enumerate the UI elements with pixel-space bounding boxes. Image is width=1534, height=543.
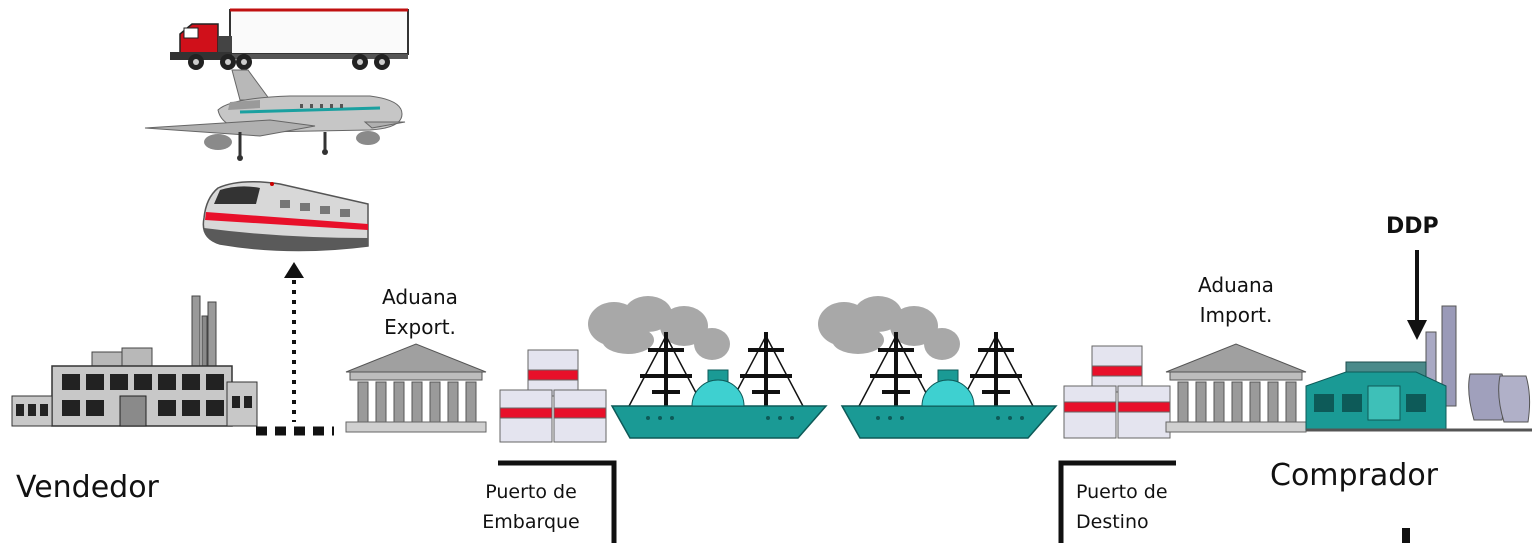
train-icon bbox=[202, 181, 369, 252]
customs-export-line2: Export. bbox=[384, 315, 456, 339]
customs-import-line1: Aduana bbox=[1198, 273, 1274, 297]
airplane-icon bbox=[144, 69, 406, 161]
customs-import-label: Aduana Import. bbox=[1176, 270, 1296, 330]
customs-import-line2: Import. bbox=[1199, 303, 1273, 327]
cargo-boxes-icon bbox=[1063, 345, 1171, 439]
buyer-marker bbox=[1402, 528, 1410, 543]
dotted-arrow-icon bbox=[284, 262, 304, 422]
customs-export-line1: Aduana bbox=[382, 285, 458, 309]
incoterm-label: DDP bbox=[1386, 214, 1439, 239]
port-shipping-line2: Embarque bbox=[482, 511, 580, 533]
customs-building-icon bbox=[1165, 343, 1307, 433]
truck-icon bbox=[170, 8, 409, 70]
factory-icon bbox=[11, 295, 258, 427]
cargo-boxes-icon bbox=[499, 349, 607, 443]
seller-label: Vendedor bbox=[16, 470, 159, 505]
port-shipping-bracket bbox=[498, 460, 617, 543]
port-destination-line2: Destino bbox=[1076, 511, 1149, 533]
port-shipping-label: Puerto de Embarque bbox=[466, 477, 596, 537]
buyer-label: Comprador bbox=[1270, 458, 1439, 493]
port-shipping-line1: Puerto de bbox=[485, 481, 577, 503]
ship-icon bbox=[588, 296, 828, 439]
customs-building-icon bbox=[345, 343, 487, 433]
ddp-arrow-icon bbox=[1407, 250, 1427, 340]
ship-icon bbox=[818, 296, 1058, 439]
port-destination-line1: Puerto de bbox=[1076, 481, 1168, 503]
port-destination-label: Puerto de Destino bbox=[1076, 477, 1168, 537]
dashed-ground-line bbox=[256, 426, 334, 436]
power-plant-icon bbox=[1305, 305, 1532, 432]
port-destination-bracket bbox=[1058, 460, 1176, 543]
customs-export-label: Aduana Export. bbox=[360, 282, 480, 342]
